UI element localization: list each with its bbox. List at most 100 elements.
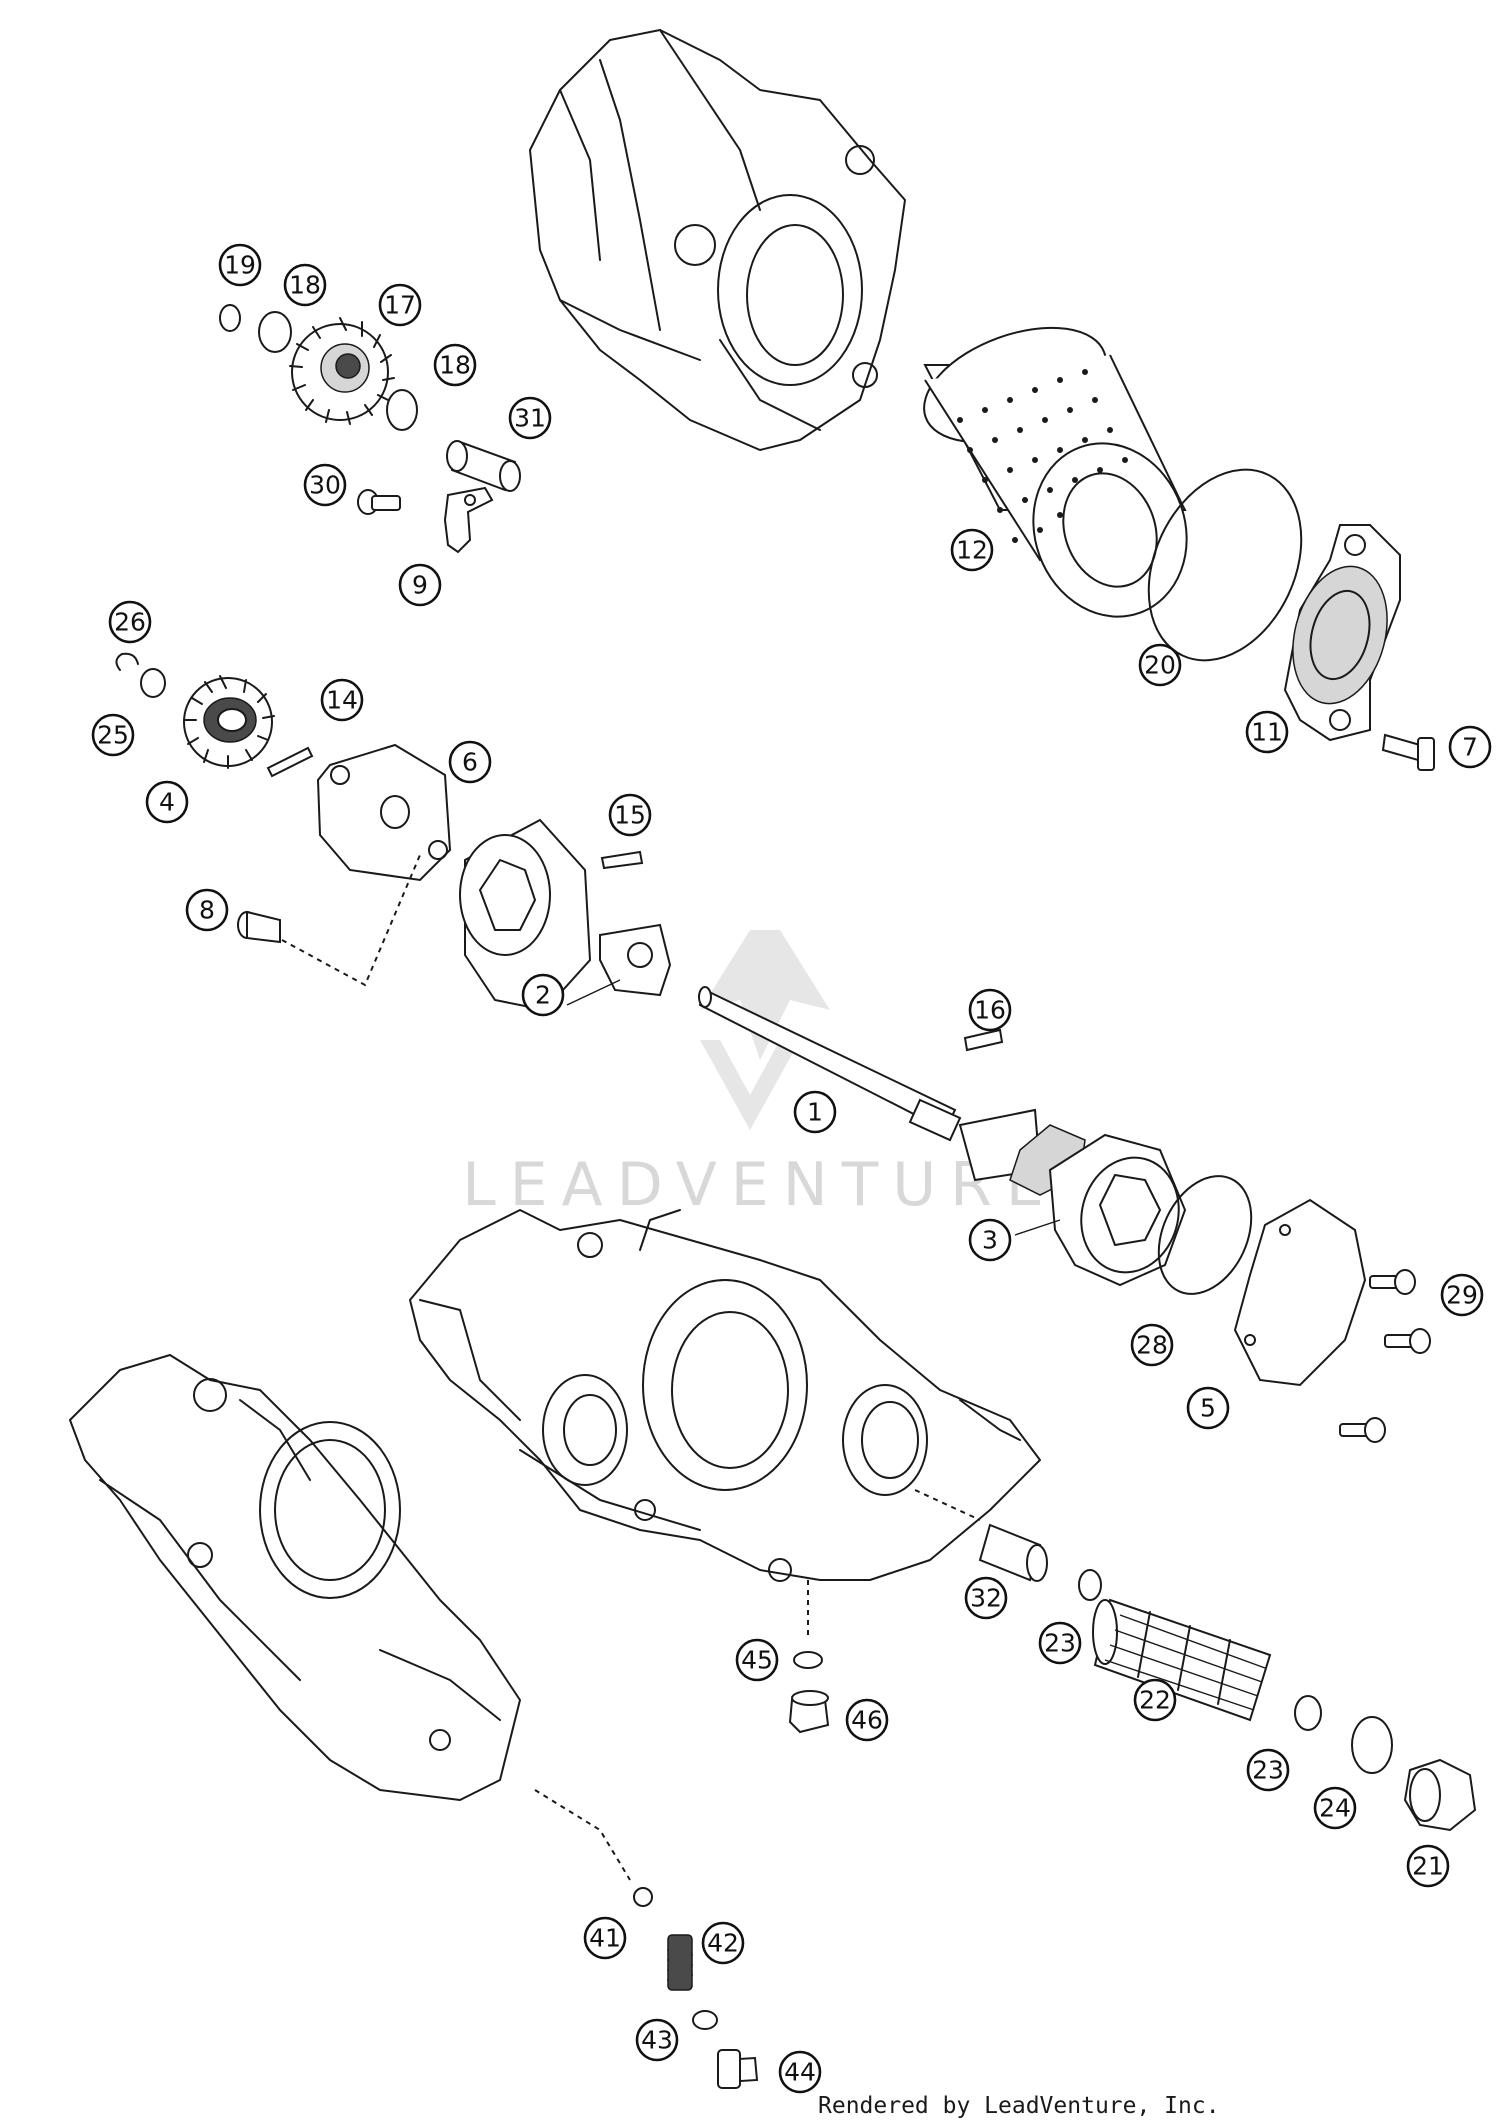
svg-text:17: 17 [384,291,416,320]
svg-text:18: 18 [439,351,471,380]
outer-rotor-2 [459,818,592,1012]
bolt-8-path [281,854,421,987]
callout-28: 28 [1130,1323,1174,1367]
o-ring-23-b [1294,1695,1322,1731]
side-crankcase-housing [69,1354,521,1801]
o-ring-45 [793,1651,823,1669]
svg-text:24: 24 [1319,1794,1351,1823]
leader-3 [1014,1219,1061,1236]
callout-20: 20 [1138,643,1182,687]
watermark-text: LEADVENTURE [462,1150,1058,1220]
svg-text:23: 23 [1252,1756,1284,1785]
svg-text:20: 20 [1144,651,1176,680]
svg-text:21: 21 [1412,1852,1444,1881]
callout-5: 5 [1186,1386,1230,1430]
upper-crankcase-housing [529,29,906,451]
screw-29-a [1369,1269,1416,1295]
callout-12: 12 [950,528,994,572]
callout-45: 45 [735,1638,779,1682]
filter-screen-32 [978,1523,1048,1582]
callout-21: 21 [1406,1844,1450,1888]
bracket-9 [443,486,494,554]
strainer-22 [1092,1598,1272,1722]
callout-16: 16 [968,988,1012,1032]
callout-18: 18 [283,263,327,307]
washer-43 [692,2010,718,2030]
o-ring-24 [1351,1716,1393,1774]
bolt-8 [237,910,281,944]
callout-46: 46 [845,1698,889,1742]
callout-25: 25 [91,713,135,757]
svg-text:41: 41 [589,1924,621,1953]
callout-26: 26 [108,600,152,644]
callout-18: 18 [433,343,477,387]
washer-25 [140,668,166,698]
oil-filter-cover [1283,524,1401,742]
sleeve-31 [446,440,521,492]
pump-cover-5 [1233,1198,1367,1387]
callout-7: 7 [1448,725,1492,769]
pump-cover-6 [316,743,452,882]
callout-23: 23 [1246,1748,1290,1792]
svg-text:12: 12 [956,536,988,565]
svg-text:6: 6 [462,748,478,777]
o-ring-23-a [1078,1569,1102,1601]
screw-29-b [1384,1328,1431,1354]
svg-text:18: 18 [289,271,321,300]
svg-text:43: 43 [641,2026,673,2055]
callout-42: 42 [701,1921,745,1965]
callout-44: 44 [778,2050,822,2094]
pin-16 [963,1028,1004,1052]
callout-9: 9 [398,563,442,607]
svg-text:1: 1 [807,1098,823,1127]
washer-18-upper [258,311,292,353]
watermark-logo [700,930,830,1130]
callout-29: 29 [1440,1273,1484,1317]
pin-30 [357,489,401,515]
svg-text:23: 23 [1044,1629,1076,1658]
callout-14: 14 [320,678,364,722]
pump-o-ring-28 [1157,1175,1253,1295]
callout-15: 15 [608,793,652,837]
svg-text:26: 26 [114,608,146,637]
callout-2: 2 [521,973,565,1017]
svg-text:44: 44 [784,2058,816,2087]
svg-text:2: 2 [535,981,551,1010]
svg-text:15: 15 [614,801,646,830]
callout-17: 17 [378,283,422,327]
screw-29-c [1339,1417,1386,1443]
filter-cover-bolt [1381,733,1435,771]
plug-44 [717,2049,759,2089]
svg-text:8: 8 [199,896,215,925]
callout-19: 19 [218,243,262,287]
oil-filter-cartridge [923,326,1188,618]
svg-text:11: 11 [1251,718,1283,747]
rendered-by-credit: Rendered by LeadVenture, Inc. [818,2093,1220,2119]
svg-text:14: 14 [326,686,358,715]
svg-text:3: 3 [982,1226,998,1255]
washer-18-lower [386,389,418,431]
callout-3: 3 [968,1218,1012,1262]
circlip-26 [115,652,139,671]
svg-text:25: 25 [97,721,129,750]
filter-32-path [914,1489,981,1521]
callout-30: 30 [303,463,347,507]
ball-41 [633,1887,653,1907]
callout-23: 23 [1038,1621,1082,1665]
svg-text:5: 5 [1200,1394,1216,1423]
callout-24: 24 [1313,1786,1357,1830]
screw-plug-21 [1403,1758,1477,1832]
spring-42 [667,1934,693,1991]
callout-22: 22 [1133,1678,1177,1722]
callout-43: 43 [635,2018,679,2062]
circlip-19 [219,304,241,332]
gear-17 [289,317,395,425]
callout-1: 1 [793,1090,837,1134]
svg-text:28: 28 [1136,1331,1168,1360]
svg-text:31: 31 [514,404,546,433]
filter-cover-o-ring [1147,468,1303,662]
svg-text:29: 29 [1446,1281,1478,1310]
rotor-set-3 [958,1108,1187,1287]
pin-15 [600,850,644,870]
